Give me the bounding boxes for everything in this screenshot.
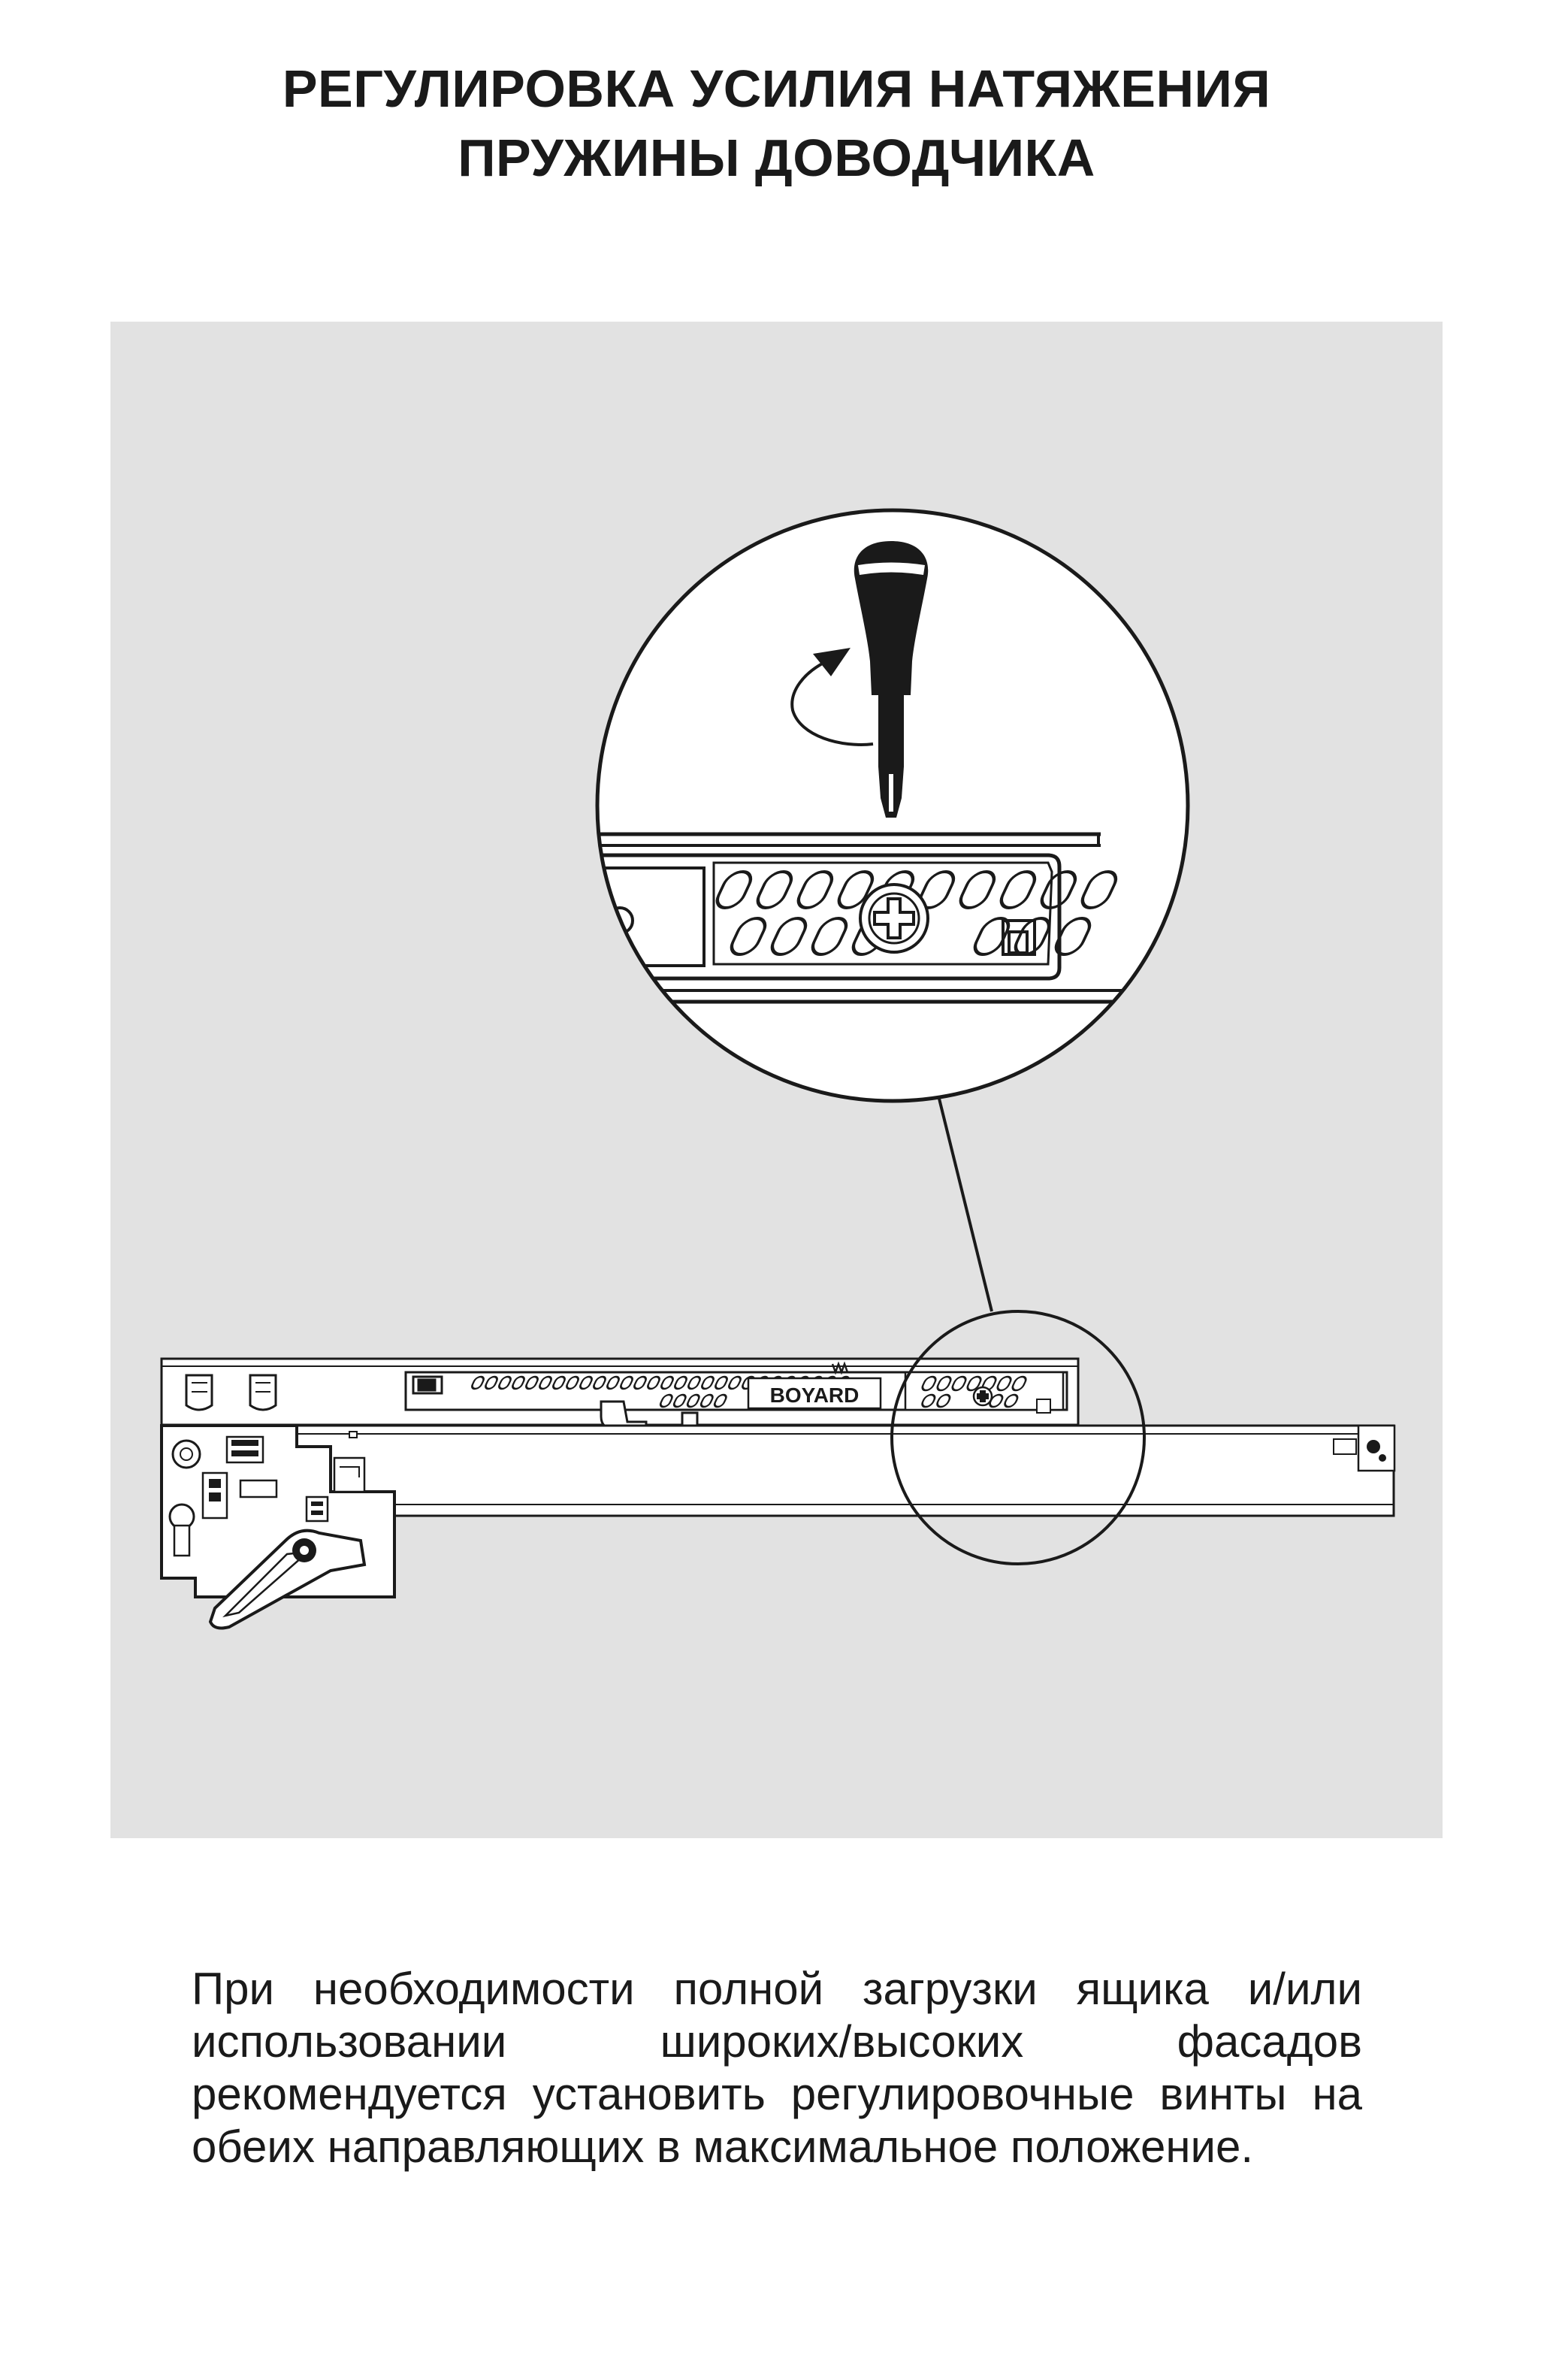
small-detail-circle [890, 1310, 1146, 1565]
drawer-slide-assembly: BOYARD [160, 1357, 1396, 1630]
instruction-text: При необходимости полной загрузки ящика … [192, 1963, 1362, 2173]
phillips-screw-icon [859, 883, 929, 954]
page-title: РЕГУЛИРОВКА УСИЛИЯ НАТЯЖЕНИЯ ПРУЖИНЫ ДОВ… [0, 54, 1553, 192]
zoom-detail-circle [595, 508, 1190, 1103]
instruction-paragraph: При необходимости полной загрузки ящика … [192, 1964, 1362, 2172]
brand-logo: BOYARD [770, 1384, 860, 1407]
rotation-arrow-icon [790, 648, 874, 746]
leader-line [938, 1098, 993, 1312]
title-line-2: ПРУЖИНЫ ДОВОДЧИКА [458, 129, 1095, 187]
screwdriver-icon [854, 541, 929, 818]
title-line-1: РЕГУЛИРОВКА УСИЛИЯ НАТЯЖЕНИЯ [282, 59, 1271, 118]
